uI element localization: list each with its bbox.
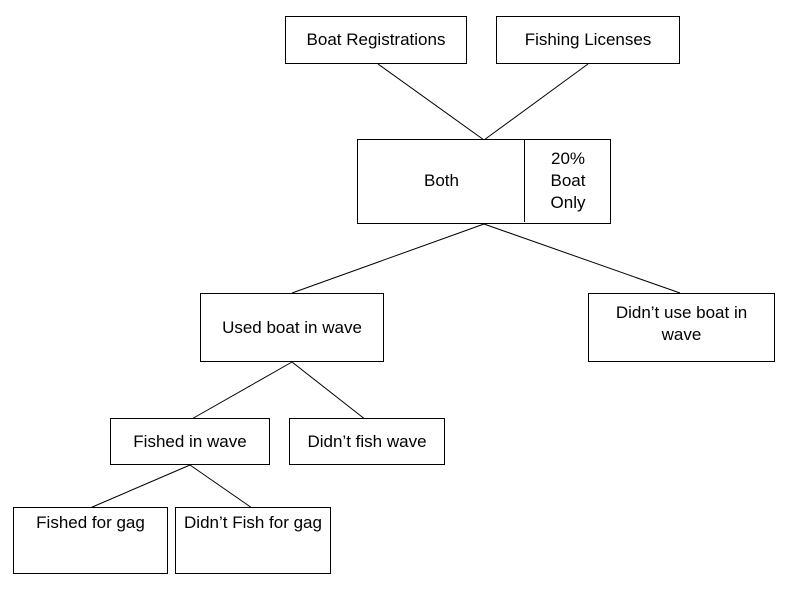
fished-in-wave-box: Fished in wave — [110, 418, 270, 465]
used-boat-in-wave-label: Used boat in wave — [222, 317, 362, 337]
fishing-licenses-label: Fishing Licenses — [524, 30, 652, 49]
both-label: Both — [424, 171, 459, 190]
fished-for-gag-box: Fished for gag — [13, 507, 168, 574]
connector-used-boat-to-fished — [189, 361, 293, 421]
connector-both-to-used-boat — [291, 223, 485, 294]
didnt-use-boat-in-wave-box: Didn’t use boat in wave — [588, 293, 775, 362]
connector-used-boat-to-didnt-fish — [291, 361, 367, 421]
didnt-fish-wave-box: Didn’t fish wave — [289, 418, 445, 465]
fished-in-wave-label: Fished in wave — [133, 431, 247, 451]
boat-registrations-box: Boat Registrations — [285, 16, 467, 64]
didnt-fish-wave-label: Didn’t fish wave — [307, 431, 427, 451]
both-box: Both 20% Boat Only — [357, 139, 611, 224]
didnt-fish-for-gag-label: Didn’t Fish for gag — [184, 513, 322, 532]
connector-fished-to-didnt-fish-for-gag — [189, 464, 253, 509]
didnt-fish-for-gag-box: Didn’t Fish for gag — [175, 507, 331, 574]
connector-boat-registrations-to-both — [377, 63, 485, 141]
boat-only-label: 20% Boat Only — [550, 149, 586, 212]
fished-for-gag-label: Fished for gag — [36, 513, 145, 532]
used-boat-in-wave-box: Used boat in wave — [200, 293, 384, 362]
boat-registrations-label: Boat Registrations — [306, 30, 446, 49]
fishing-licenses-box: Fishing Licenses — [496, 16, 680, 64]
connector-fishing-licenses-to-both — [483, 63, 589, 141]
both-box-divider — [524, 140, 525, 222]
connector-both-to-didnt-use-boat — [483, 223, 681, 294]
didnt-use-boat-in-wave-label: Didn’t use boat in wave — [615, 303, 748, 344]
connector-fished-to-fished-for-gag — [89, 464, 191, 509]
